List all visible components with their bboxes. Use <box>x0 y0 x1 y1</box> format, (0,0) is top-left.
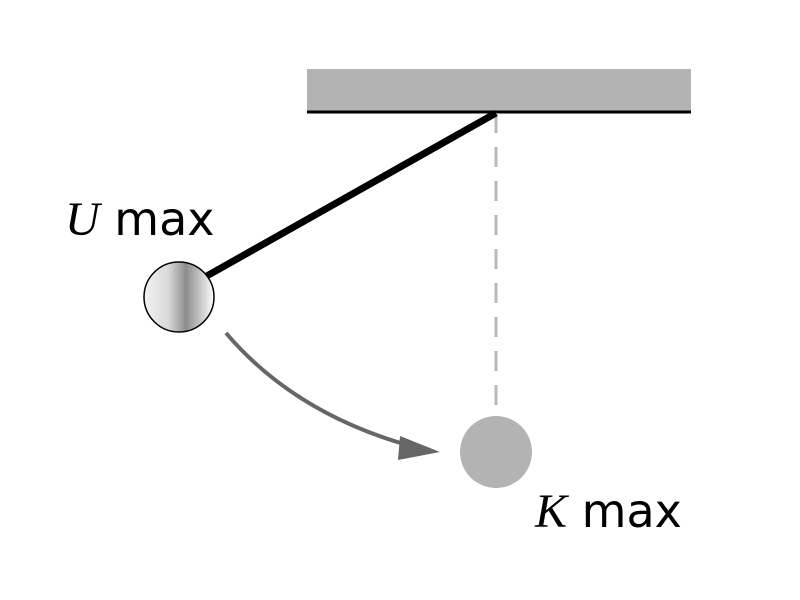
potential-energy-symbol: U <box>65 193 100 246</box>
kinetic-energy-symbol: K <box>535 485 568 538</box>
potential-energy-max-label: U max <box>65 196 215 244</box>
kinetic-energy-suffix: max <box>581 484 682 538</box>
kinetic-energy-max-label: K max <box>535 488 682 536</box>
bob-top-position <box>143 261 215 333</box>
bob-bottom-position <box>460 416 532 488</box>
pendulum-string <box>203 109 498 281</box>
motion-arrow <box>224 331 431 453</box>
motion-arrow-head <box>398 436 440 460</box>
potential-energy-suffix: max <box>114 192 215 246</box>
ceiling-block <box>307 69 691 111</box>
